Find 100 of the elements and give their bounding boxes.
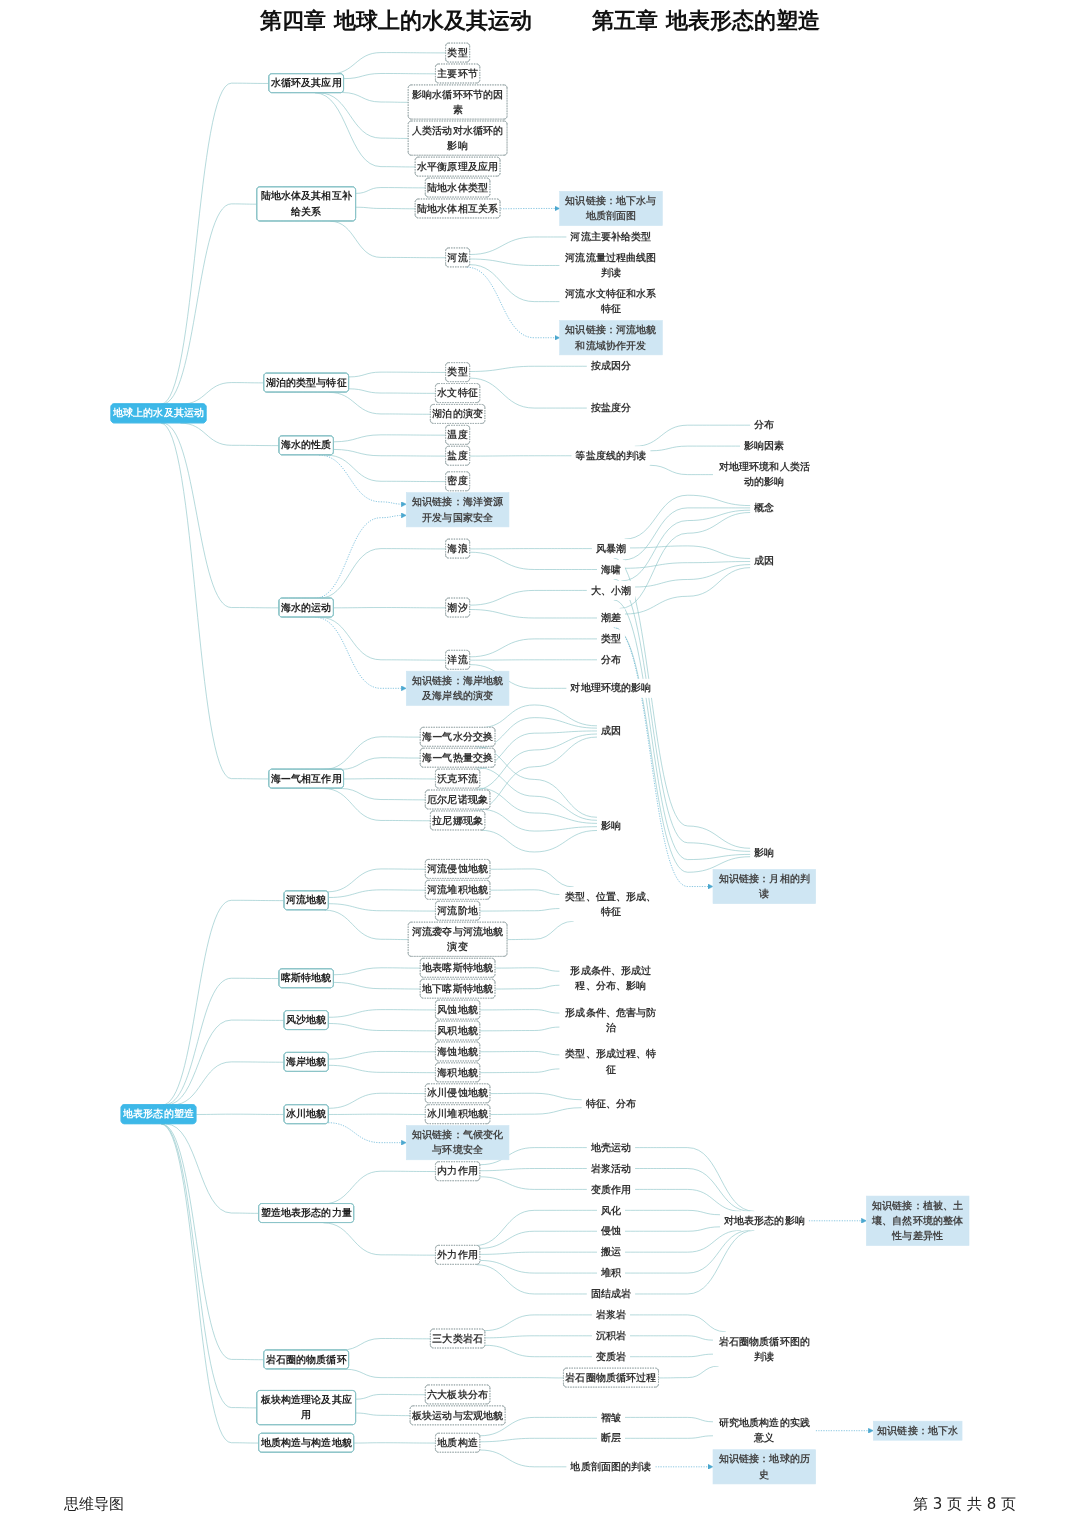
node-box: 知识链接：河流地貌和流域协作开发 bbox=[559, 320, 663, 356]
connector bbox=[479, 1417, 598, 1437]
node-text: 固结成岩 bbox=[590, 1287, 632, 1300]
connector bbox=[479, 908, 560, 912]
connector bbox=[634, 1189, 742, 1212]
connector bbox=[469, 377, 588, 409]
node-text: 形成条件、危害与防治 bbox=[565, 1006, 657, 1034]
connector bbox=[484, 1314, 593, 1331]
connector bbox=[195, 1113, 285, 1115]
connector bbox=[479, 1147, 588, 1165]
connector bbox=[479, 1009, 560, 1014]
node-box: 知识链接：月相的判读 bbox=[712, 869, 816, 904]
connector bbox=[479, 1068, 560, 1073]
connector bbox=[624, 1417, 714, 1423]
connector bbox=[355, 1394, 426, 1400]
node-text: 沉积岩 bbox=[595, 1329, 627, 1342]
connector bbox=[355, 1412, 411, 1416]
node-box: 知识链接：地球的历史 bbox=[712, 1449, 816, 1485]
connector bbox=[328, 1051, 437, 1060]
connector bbox=[355, 206, 416, 210]
connector bbox=[469, 365, 588, 372]
node-text: 河流水文特征和水系特征 bbox=[565, 287, 657, 315]
node-text: 岩浆岩 bbox=[595, 1308, 627, 1321]
connector bbox=[479, 1026, 560, 1032]
connector bbox=[634, 424, 751, 447]
connector bbox=[479, 1449, 567, 1468]
chapter-title: 第五章 地表形态的塑造 bbox=[592, 7, 820, 35]
page-number: 第 3 页 共 8 页 bbox=[913, 1495, 1016, 1514]
connector bbox=[469, 455, 572, 457]
node-text: 断层 bbox=[600, 1431, 622, 1445]
node-text: 等盐度线的判读 bbox=[575, 449, 647, 462]
connector bbox=[489, 1107, 583, 1115]
node-text: 按盐度分 bbox=[590, 401, 632, 414]
node-text: 成因 bbox=[754, 554, 775, 567]
connector bbox=[484, 1344, 593, 1358]
node-text: 类型、位置、形成、特征 bbox=[565, 890, 657, 918]
connector bbox=[340, 788, 426, 801]
footer-text: 思维导图 bbox=[64, 1495, 124, 1514]
node-text: 对地理环境和人类活动的影响 bbox=[718, 460, 810, 488]
node-text: 地壳运动 bbox=[590, 1141, 632, 1154]
connector bbox=[489, 889, 560, 895]
connector bbox=[624, 1226, 721, 1232]
connector bbox=[489, 1092, 583, 1101]
connector bbox=[348, 388, 437, 394]
connector bbox=[479, 1176, 588, 1190]
connector bbox=[328, 889, 426, 898]
connector bbox=[479, 1051, 560, 1056]
connector bbox=[469, 258, 560, 266]
node-text: 类型、形成过程、特征 bbox=[565, 1047, 657, 1076]
connector bbox=[634, 1147, 755, 1212]
connector bbox=[624, 494, 751, 540]
connector bbox=[345, 1368, 565, 1379]
connector bbox=[479, 1251, 598, 1255]
node-box: 知识链接：地下水与地质剖面图 bbox=[559, 191, 663, 226]
connector bbox=[478, 787, 598, 824]
node-text: 概念 bbox=[754, 501, 775, 514]
node-box: 知识链接：海洋资源开发与国家安全 bbox=[405, 492, 510, 528]
connector bbox=[469, 264, 560, 302]
connector bbox=[621, 509, 751, 582]
connector bbox=[624, 1210, 721, 1216]
connector bbox=[328, 1065, 437, 1073]
node-box: 知识链接：植被、土壤、自然环境的整体性与差异性 bbox=[866, 1195, 970, 1246]
connector bbox=[343, 778, 437, 780]
connector bbox=[480, 829, 598, 853]
connector bbox=[328, 1092, 426, 1109]
connector bbox=[340, 757, 421, 770]
connector bbox=[327, 868, 426, 893]
connector bbox=[353, 1442, 437, 1444]
connector bbox=[649, 464, 714, 475]
connector bbox=[469, 659, 598, 661]
chapter-title: 第四章 地球上的水及其运动 bbox=[260, 7, 532, 35]
node-text: 分布 bbox=[600, 653, 622, 666]
connector bbox=[469, 590, 588, 606]
connector bbox=[342, 92, 409, 103]
node-text: 特征、分布 bbox=[585, 1097, 637, 1110]
node-text: 褶皱 bbox=[600, 1411, 622, 1424]
connector bbox=[333, 967, 421, 976]
connector bbox=[333, 449, 447, 457]
connector bbox=[479, 1260, 598, 1274]
connector bbox=[343, 73, 437, 79]
node-text: 潮差 bbox=[600, 611, 622, 624]
connector bbox=[634, 1168, 751, 1212]
connector bbox=[160, 422, 270, 780]
connector bbox=[469, 638, 598, 658]
connector bbox=[479, 1230, 598, 1249]
connector bbox=[469, 548, 593, 550]
connector bbox=[622, 507, 751, 561]
node-text: 地质剖面图的判读 bbox=[570, 1460, 652, 1473]
connector bbox=[495, 984, 560, 990]
node-text: 形成条件、形成过程、分布、影响 bbox=[570, 964, 652, 992]
connector bbox=[333, 982, 421, 990]
node-box: 知识链接：气候变化与环境安全 bbox=[405, 1125, 510, 1161]
connector bbox=[328, 1023, 437, 1032]
node-text: 影响因素 bbox=[744, 439, 785, 452]
node-text: 影响 bbox=[754, 846, 775, 859]
node-text: 变质作用 bbox=[590, 1183, 632, 1196]
node-text: 侵蚀 bbox=[600, 1224, 622, 1237]
connector bbox=[162, 422, 280, 609]
connector bbox=[634, 1229, 755, 1295]
node-text: 成因 bbox=[600, 724, 622, 737]
